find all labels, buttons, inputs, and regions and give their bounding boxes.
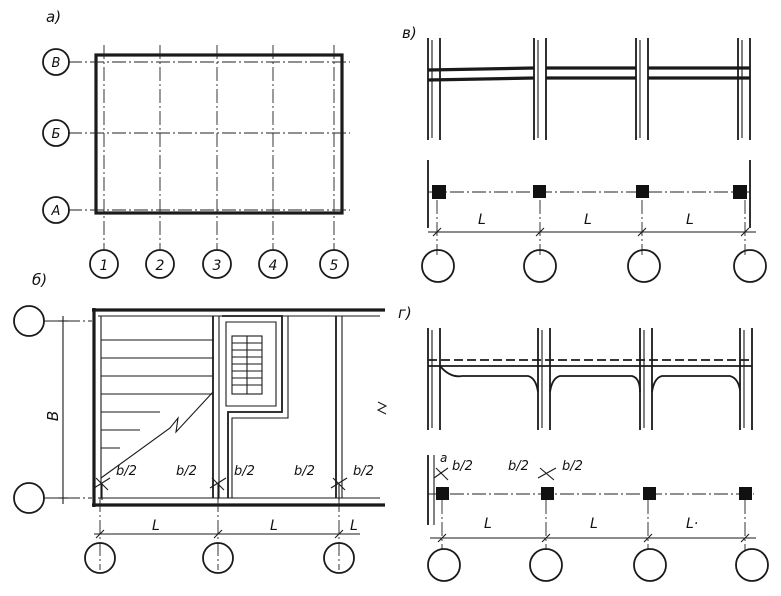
panel-v: в) L L L [402,24,767,283]
frame-v-bubble-3 [627,249,661,283]
axis-bubble-col-3 [323,542,355,574]
half-label-1: b/2 [116,464,137,479]
frame-v-span-1: L [478,212,486,228]
axis-bubble-1 [89,249,119,279]
half-label-2: b/2 [176,464,197,479]
panel-b-label: б) [32,271,47,289]
frame-g-half-3: b/2 [562,459,583,474]
frame-g-a-label: a [440,451,447,465]
frame-g-span-1: L [484,516,492,532]
frame-v-bubble-2 [523,249,557,283]
stair-core-wall-2 [231,316,289,498]
panel-a-label: а) [46,8,61,26]
column-v-4 [733,185,747,199]
half-label-3: b/2 [234,464,255,479]
frame-v-dim-ticks [432,227,750,237]
hatch-marks [93,477,348,500]
axis-label-b: Б [52,127,61,142]
column-g-4 [739,487,752,500]
frame-v-col-axes [436,200,746,255]
axis-label-v: В [52,56,61,71]
frame-g-span-3: L· [686,516,698,532]
frame-v-span-3: L [686,212,694,228]
frame-g-hatch [433,467,557,481]
frame-g-bubble-4 [735,548,769,582]
axis-bubble-v [42,48,70,76]
frame-g-bubble-2 [529,548,563,582]
panel-g: г) a b/2 b/2 b/2 [398,304,769,582]
axis-label-4: 4 [269,258,278,274]
frame-v-span-2: L [584,212,592,228]
axis-bubble-col-2 [202,542,234,574]
axis-bubble-b [42,119,70,147]
frame-g-span-2: L [590,516,598,532]
axis-label-5: 5 [330,258,339,274]
dim-tick-1 [95,529,105,539]
axis-label-a: А [51,204,61,219]
stair-core-inner [225,321,277,407]
beam-bottom [427,76,750,82]
frame-g-col-axes [441,500,746,550]
axis-bubble-4 [258,249,288,279]
axis-bubble-col-1 [84,542,116,574]
panel-b: б) [13,271,388,574]
frame-g-bubble-3 [633,548,667,582]
column-g-2 [541,487,554,500]
span-label-2: L [270,518,278,534]
wall-break-mark [376,401,388,415]
half-label-4: b/2 [294,464,315,479]
axis-label-1: 1 [100,258,109,274]
dim-tick-2 [213,529,223,539]
panel-a: а) В Б А 1 2 3 4 5 [42,8,350,279]
axis-bubble-bottom [13,482,45,514]
axis-label-2: 2 [156,258,165,274]
frame-g-column-inner [431,330,745,428]
panel-g-label: г) [398,304,412,322]
column-g-3 [643,487,656,500]
frame-g-bubble-1 [427,548,461,582]
haunched-beam [439,365,741,393]
column-g-1 [436,487,449,500]
half-label-5: b/2 [353,464,374,479]
stair-treads [101,339,213,449]
column-v-1 [432,185,446,199]
axis-bubble-a [42,196,70,224]
frame-g-half-2: b/2 [508,459,529,474]
building-outline [94,53,344,215]
span-label-1: L [152,518,160,534]
frame-g-half-1: b/2 [452,459,473,474]
frame-g-dim-ticks [437,533,750,543]
column-v-2 [533,185,546,198]
axis-bubble-5 [319,249,349,279]
axis-bubble-2 [145,249,175,279]
dim-b-label: В [44,411,62,421]
stair-core-wall [222,315,283,498]
axis-bubble-top [13,305,45,337]
frame-v-column-inner [431,40,743,138]
panel-v-label: в) [402,24,417,42]
break-line [100,391,214,479]
axis-label-3: 3 [213,258,222,274]
dim-tick-3 [334,529,344,539]
span-label-3: L [350,518,358,534]
frame-v-bubble-4 [733,249,767,283]
column-v-3 [636,185,649,198]
frame-g-columns [427,328,753,430]
small-stair-treads [232,342,262,386]
frame-v-bubble-1 [421,249,455,283]
axis-bubble-3 [202,249,232,279]
frame-v-columns [427,38,751,140]
beam-top [427,66,750,72]
